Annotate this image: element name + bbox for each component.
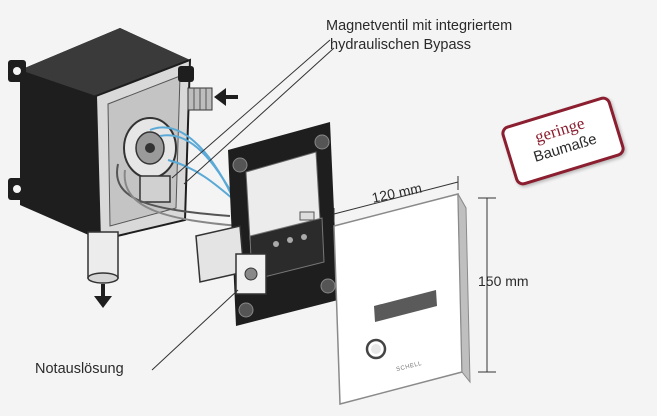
dimension-width	[333, 176, 459, 222]
cover-plate	[333, 193, 471, 405]
emergency-release-module	[195, 225, 267, 295]
dimension-height-label: 150 mm	[478, 273, 529, 289]
callout-lines	[151, 39, 335, 371]
solenoid-valve	[123, 117, 177, 203]
drain-arrow-icon	[94, 284, 112, 308]
callout-emergency-release: Notauslösung	[35, 361, 124, 377]
electronics-frame	[228, 122, 338, 326]
callout-valve-line1: Magnetventil mit integriertem	[326, 18, 513, 34]
dimension-height	[478, 197, 496, 373]
callout-valve-line2: hydraulischen Bypass	[330, 37, 472, 53]
inlet-fitting	[187, 87, 213, 111]
drain-pipe	[87, 231, 119, 284]
callout-solenoid-valve: Magnetventil mit integriertem hydraulisc…	[326, 17, 512, 55]
inlet-arrow-icon	[214, 88, 238, 106]
